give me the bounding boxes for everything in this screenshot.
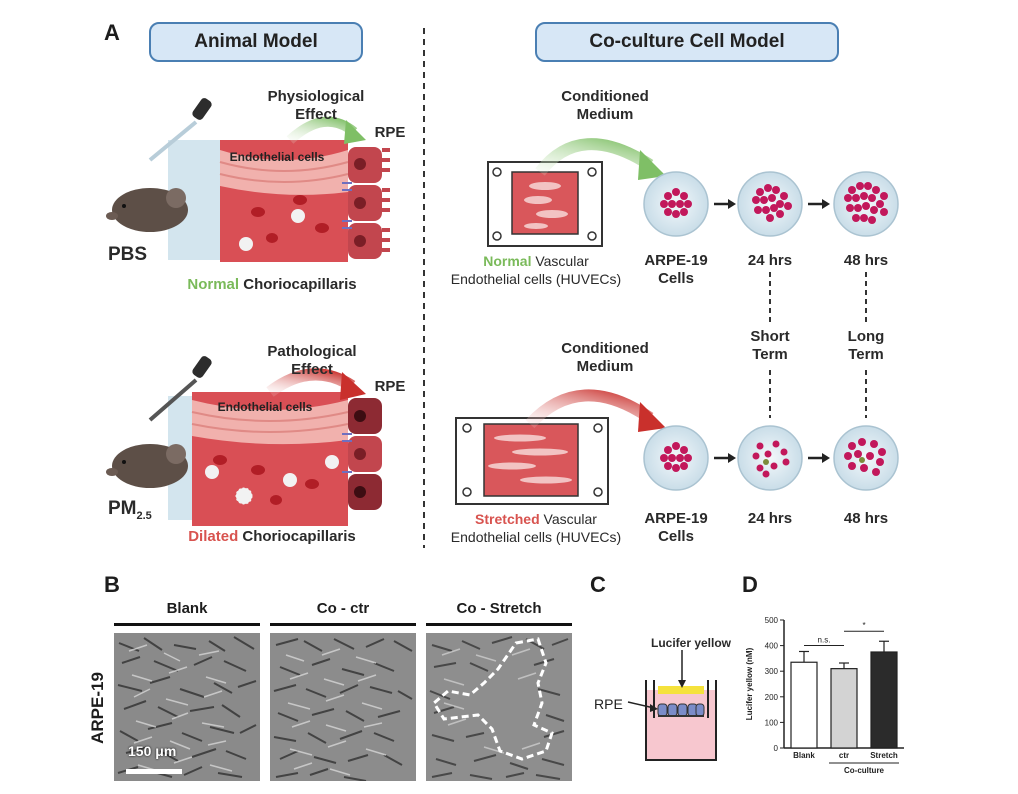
pm-text: PM xyxy=(108,498,137,519)
vascular-word-top: Vascular xyxy=(531,253,589,269)
normal-vascular-word: Normal xyxy=(483,253,532,269)
time-24h-bottom: 24 hrs xyxy=(747,510,793,527)
normal-choriocapillaris-caption: Normal Choriocapillaris xyxy=(172,276,372,294)
header-underline-co-stretch xyxy=(426,623,572,626)
huvecs-label-top: Endothelial cells (HUVECs) xyxy=(450,271,622,287)
conditioned-medium-top: Conditioned Medium xyxy=(561,88,649,123)
header-underline-blank xyxy=(114,623,260,626)
coculture-normal-illustration xyxy=(487,138,899,247)
conditioned-medium-bottom: Conditioned Medium xyxy=(561,340,649,375)
rpe-label-top: RPE xyxy=(374,124,406,141)
row-label-wrap: ARPE-19 xyxy=(84,660,114,760)
rpe-label-bottom: RPE xyxy=(374,378,406,395)
y-tick-label: 200 xyxy=(765,693,779,702)
time-24h-top: 24 hrs xyxy=(747,252,793,269)
cells-label-bottom: Cells xyxy=(658,528,694,545)
panel-b-letter: B xyxy=(104,572,120,597)
y-tick-label: 100 xyxy=(765,718,779,727)
header-underline-co-ctr xyxy=(270,623,416,626)
significance-label: n.s. xyxy=(818,635,831,644)
pbs-label: PBS xyxy=(108,244,148,265)
micrograph-blank: 150 μm xyxy=(114,633,260,781)
endothelial-cells-label-bottom: Endothelial cells xyxy=(217,400,313,414)
pm25-label: PM2.5 xyxy=(108,498,178,525)
dilated-choriocapillaris-caption: Dilated Choriocapillaris xyxy=(172,528,372,546)
y-tick-label: 300 xyxy=(765,667,779,676)
rpe-label-c: RPE xyxy=(594,696,623,712)
endothelial-cells-label-top: Endothelial cells xyxy=(229,150,325,164)
column-header-co-stretch: Co - Stretch xyxy=(456,600,542,617)
normal-word: Normal xyxy=(187,276,240,293)
panel-d-letter: D xyxy=(742,572,758,597)
bar-blank xyxy=(790,661,818,749)
lucifer-yellow-label: Lucifer yellow xyxy=(650,636,732,650)
significance-label: * xyxy=(862,621,865,630)
column-header-co-ctr: Co - ctr xyxy=(316,600,370,617)
x-tick-label: Blank xyxy=(793,751,815,760)
time-48h-bottom: 48 hrs xyxy=(843,510,889,527)
micrograph-co-stretch xyxy=(426,633,572,781)
y-tick-label: 400 xyxy=(765,642,779,651)
cells-label-top: Cells xyxy=(658,270,694,287)
transwell-diagram xyxy=(627,650,717,761)
row-label-arpe19: ARPE-19 xyxy=(88,672,107,744)
y-tick-label: 0 xyxy=(774,744,779,753)
panel-a-illustration xyxy=(106,28,899,548)
bar-stretch xyxy=(870,651,898,749)
coculture-model-header: Co-culture Cell Model xyxy=(535,22,839,62)
dilated-word: Dilated xyxy=(188,528,239,545)
scale-bar-label: 150 μm xyxy=(128,743,177,759)
column-header-blank: Blank xyxy=(166,600,208,617)
pbs-model-illustration xyxy=(106,98,390,262)
arpe19-label-top: ARPE-19 xyxy=(644,252,708,269)
x-tick-label: Stretch xyxy=(870,751,898,760)
panel-a-letter: A xyxy=(104,20,120,45)
pm-subscript: 2.5 xyxy=(136,509,152,522)
long-term-label: Long Term xyxy=(847,328,885,363)
micrograph-co-ctr xyxy=(270,633,416,781)
y-axis-label: Lucifer yellow (nM) xyxy=(745,647,754,720)
coculture-stretched-illustration xyxy=(455,389,899,505)
choriocapillaris-word: Choriocapillaris xyxy=(239,276,357,293)
y-tick-label: 500 xyxy=(765,616,779,625)
x-tick-label: ctr xyxy=(839,751,849,760)
bar-ctr xyxy=(830,668,858,749)
arpe19-label-bottom: ARPE-19 xyxy=(644,510,708,527)
choriocapillaris-word-bottom: Choriocapillaris xyxy=(238,528,356,545)
time-48h-top: 48 hrs xyxy=(843,252,889,269)
animal-model-header: Animal Model xyxy=(149,22,363,62)
pm25-model-illustration xyxy=(106,356,382,526)
group-label: Co-culture xyxy=(844,766,885,775)
short-term-label: Short Term xyxy=(750,328,790,363)
huvecs-label-bottom: Endothelial cells (HUVECs) xyxy=(450,529,622,545)
vascular-word-bottom: Vascular xyxy=(539,511,597,527)
pathological-effect-label: Pathological Effect xyxy=(267,343,357,378)
stretched-vascular-word: Stretched xyxy=(475,511,540,527)
physiological-effect-label: Physiological Effect xyxy=(267,88,365,123)
panel-c-letter: C xyxy=(590,572,606,597)
